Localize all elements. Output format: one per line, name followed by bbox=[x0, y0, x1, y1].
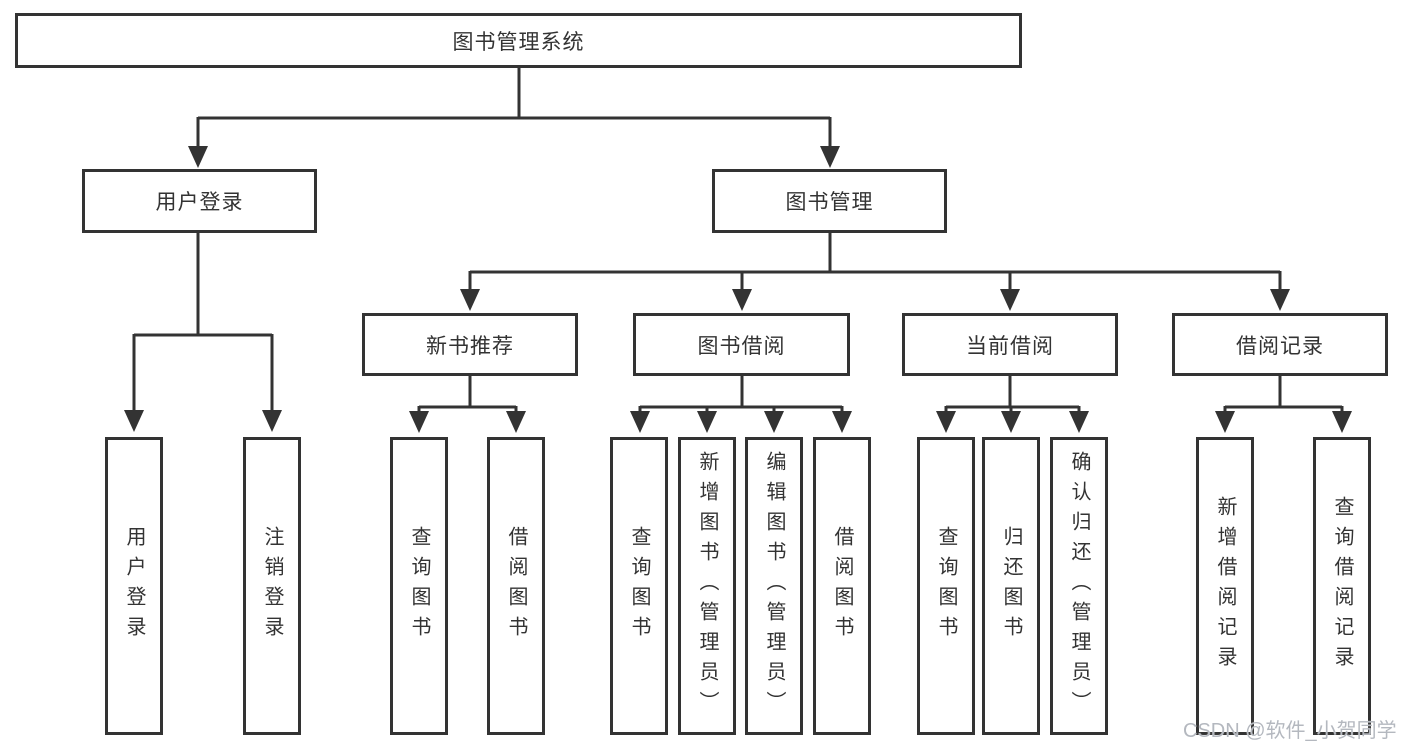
node-leaf-add-borrow-record: 新增借阅记录 bbox=[1196, 437, 1254, 735]
node-leaf-confirm-return-admin: 确认归还（管理员） bbox=[1050, 437, 1108, 735]
csdn-watermark: CSDN @软件_小贺同学 bbox=[1183, 720, 1397, 742]
node-module-new-book-recommend: 新书推荐 bbox=[362, 313, 578, 376]
node-module-book-borrow: 图书借阅 bbox=[633, 313, 850, 376]
node-module-borrow-record-label: 借阅记录 bbox=[1236, 334, 1324, 358]
node-root-label: 图书管理系统 bbox=[452, 30, 585, 54]
node-leaf-borrow-book-recommend: 借阅图书 bbox=[487, 437, 545, 735]
node-leaf-confirm-return-admin-label: 确认归还（管理员） bbox=[1068, 451, 1090, 721]
node-branch-book-management-label: 图书管理 bbox=[785, 191, 874, 214]
node-leaf-logout-label: 注销登录 bbox=[261, 526, 283, 646]
node-branch-user-login-label: 用户登录 bbox=[155, 191, 244, 214]
node-leaf-add-borrow-record-label: 新增借阅记录 bbox=[1214, 496, 1236, 676]
node-leaf-borrow-book-label: 借阅图书 bbox=[831, 526, 853, 646]
node-module-current-borrow-label: 当前借阅 bbox=[966, 334, 1054, 358]
node-leaf-query-borrow-record: 查询借阅记录 bbox=[1313, 437, 1371, 735]
node-leaf-query-book-borrow-label: 查询图书 bbox=[628, 526, 650, 646]
node-module-current-borrow: 当前借阅 bbox=[902, 313, 1118, 376]
node-branch-user-login: 用户登录 bbox=[82, 169, 317, 233]
node-module-new-book-recommend-label: 新书推荐 bbox=[426, 334, 514, 358]
node-leaf-borrow-book-recommend-label: 借阅图书 bbox=[505, 526, 527, 646]
node-root: 图书管理系统 bbox=[15, 13, 1022, 68]
node-leaf-return-book: 归还图书 bbox=[982, 437, 1040, 735]
node-leaf-query-borrow-record-label: 查询借阅记录 bbox=[1331, 496, 1353, 676]
node-leaf-return-book-label: 归还图书 bbox=[1000, 526, 1022, 646]
node-branch-book-management: 图书管理 bbox=[712, 169, 947, 233]
node-leaf-query-book-current: 查询图书 bbox=[917, 437, 975, 735]
node-leaf-edit-book-admin: 编辑图书（管理员） bbox=[745, 437, 803, 735]
node-module-book-borrow-label: 图书借阅 bbox=[697, 334, 786, 358]
node-leaf-query-book-recommend-label: 查询图书 bbox=[408, 526, 430, 646]
node-leaf-user-login-label: 用户登录 bbox=[123, 526, 145, 646]
node-leaf-query-book-recommend: 查询图书 bbox=[390, 437, 448, 735]
node-leaf-logout: 注销登录 bbox=[243, 437, 301, 735]
node-leaf-add-book-admin-label: 新增图书（管理员） bbox=[696, 451, 718, 721]
node-leaf-query-book-borrow: 查询图书 bbox=[610, 437, 668, 735]
node-leaf-query-book-current-label: 查询图书 bbox=[935, 526, 957, 646]
node-leaf-add-book-admin: 新增图书（管理员） bbox=[678, 437, 736, 735]
node-module-borrow-record: 借阅记录 bbox=[1172, 313, 1388, 376]
node-leaf-edit-book-admin-label: 编辑图书（管理员） bbox=[763, 451, 785, 721]
arrowheads bbox=[124, 146, 1352, 433]
node-leaf-borrow-book: 借阅图书 bbox=[813, 437, 871, 735]
node-leaf-user-login: 用户登录 bbox=[105, 437, 163, 735]
